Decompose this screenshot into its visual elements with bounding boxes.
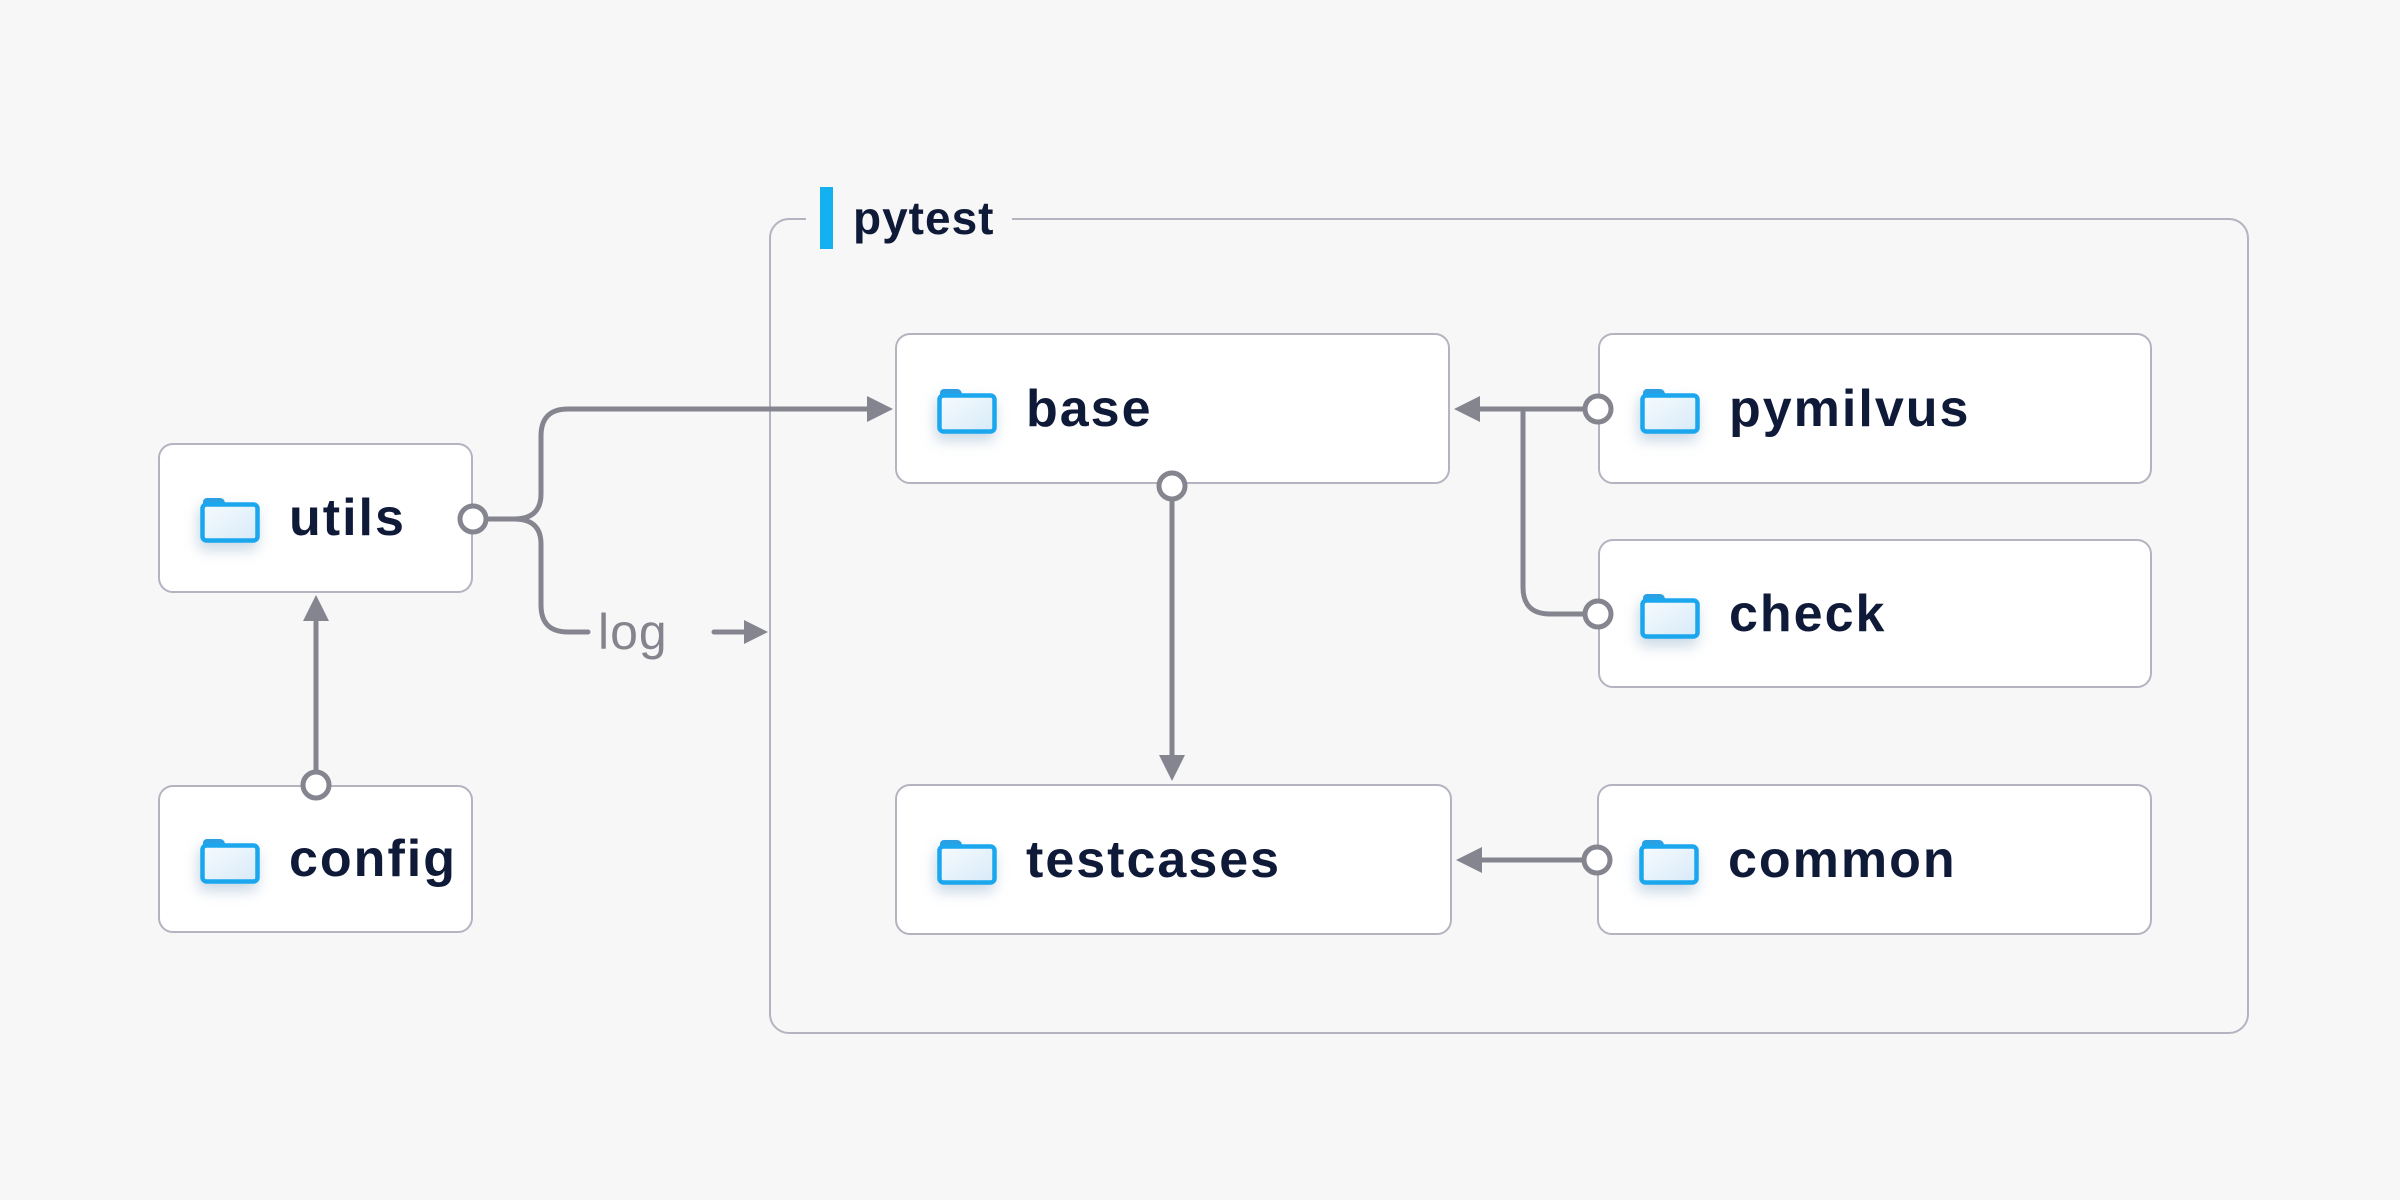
node-label: utils (289, 489, 406, 547)
accent-bar (820, 187, 833, 249)
node-label: pymilvus (1729, 379, 1971, 438)
node-base: base (895, 333, 1450, 484)
node-config: config (158, 785, 473, 933)
folder-icon (935, 833, 999, 887)
group-label-text: pytest (853, 192, 995, 244)
node-label: common (1728, 830, 1957, 889)
node-pymilvus: pymilvus (1598, 333, 2152, 484)
folder-icon (935, 382, 999, 436)
node-testcases: testcases (895, 784, 1452, 935)
node-label: base (1026, 379, 1153, 438)
folder-icon (1637, 833, 1701, 887)
node-label: testcases (1026, 830, 1282, 889)
node-utils: utils (158, 443, 473, 593)
folder-icon (1638, 382, 1702, 436)
node-common: common (1597, 784, 2152, 935)
node-label: config (289, 830, 457, 888)
edge-utils-log (484, 516, 591, 635)
folder-icon (198, 491, 262, 545)
arrowhead-right (744, 620, 768, 644)
pytest-group-label: pytest (806, 185, 1013, 251)
edge-label-log: log (598, 604, 668, 660)
node-check: check (1598, 539, 2152, 688)
folder-icon (198, 832, 262, 886)
pytest-group (769, 218, 2249, 1034)
folder-icon (1638, 587, 1702, 641)
node-label: check (1729, 584, 1887, 643)
arrowhead-up (303, 595, 329, 621)
